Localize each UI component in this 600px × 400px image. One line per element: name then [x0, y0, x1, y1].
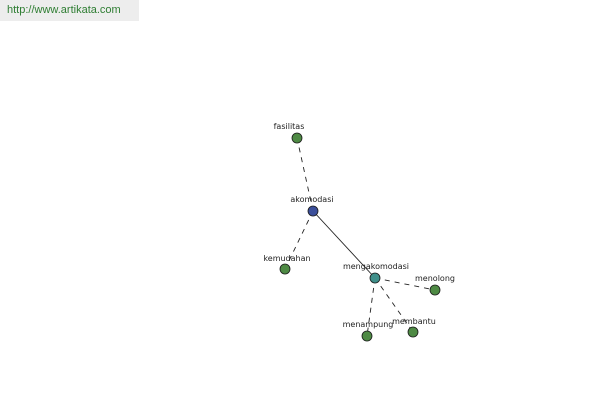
node-mengakomodasi[interactable] [369, 272, 381, 284]
node-label-fasilitas: fasilitas [274, 122, 305, 131]
node-label-akomodasi: akomodasi [290, 195, 333, 204]
node-label-menampung: menampung [343, 320, 394, 329]
edge-mengakomodasi-membantu [374, 277, 414, 333]
edge-akomodasi-kemudahan [284, 210, 314, 270]
node-label-kemudahan: kemudahan [263, 254, 310, 263]
node-label-membantu: membantu [392, 317, 436, 326]
node-membantu[interactable] [407, 326, 419, 338]
node-akomodasi[interactable] [307, 205, 319, 217]
node-kemudahan[interactable] [279, 263, 291, 275]
nodes-layer [279, 132, 441, 342]
edge-akomodasi-mengakomodasi [312, 210, 376, 279]
edges-layer [284, 137, 436, 337]
source-link[interactable]: http://www.artikata.com [0, 0, 139, 21]
node-menampung[interactable] [361, 330, 373, 342]
edge-mengakomodasi-menolong [374, 277, 436, 291]
node-fasilitas[interactable] [291, 132, 303, 144]
node-menolong[interactable] [429, 284, 441, 296]
node-label-menolong: menolong [415, 274, 455, 283]
labels-layer: akomodasi fasilitas kemudahan mengakomodasi… [263, 122, 455, 329]
node-label-mengakomodasi: mengakomodasi [343, 262, 409, 271]
edge-akomodasi-fasilitas [296, 137, 314, 212]
